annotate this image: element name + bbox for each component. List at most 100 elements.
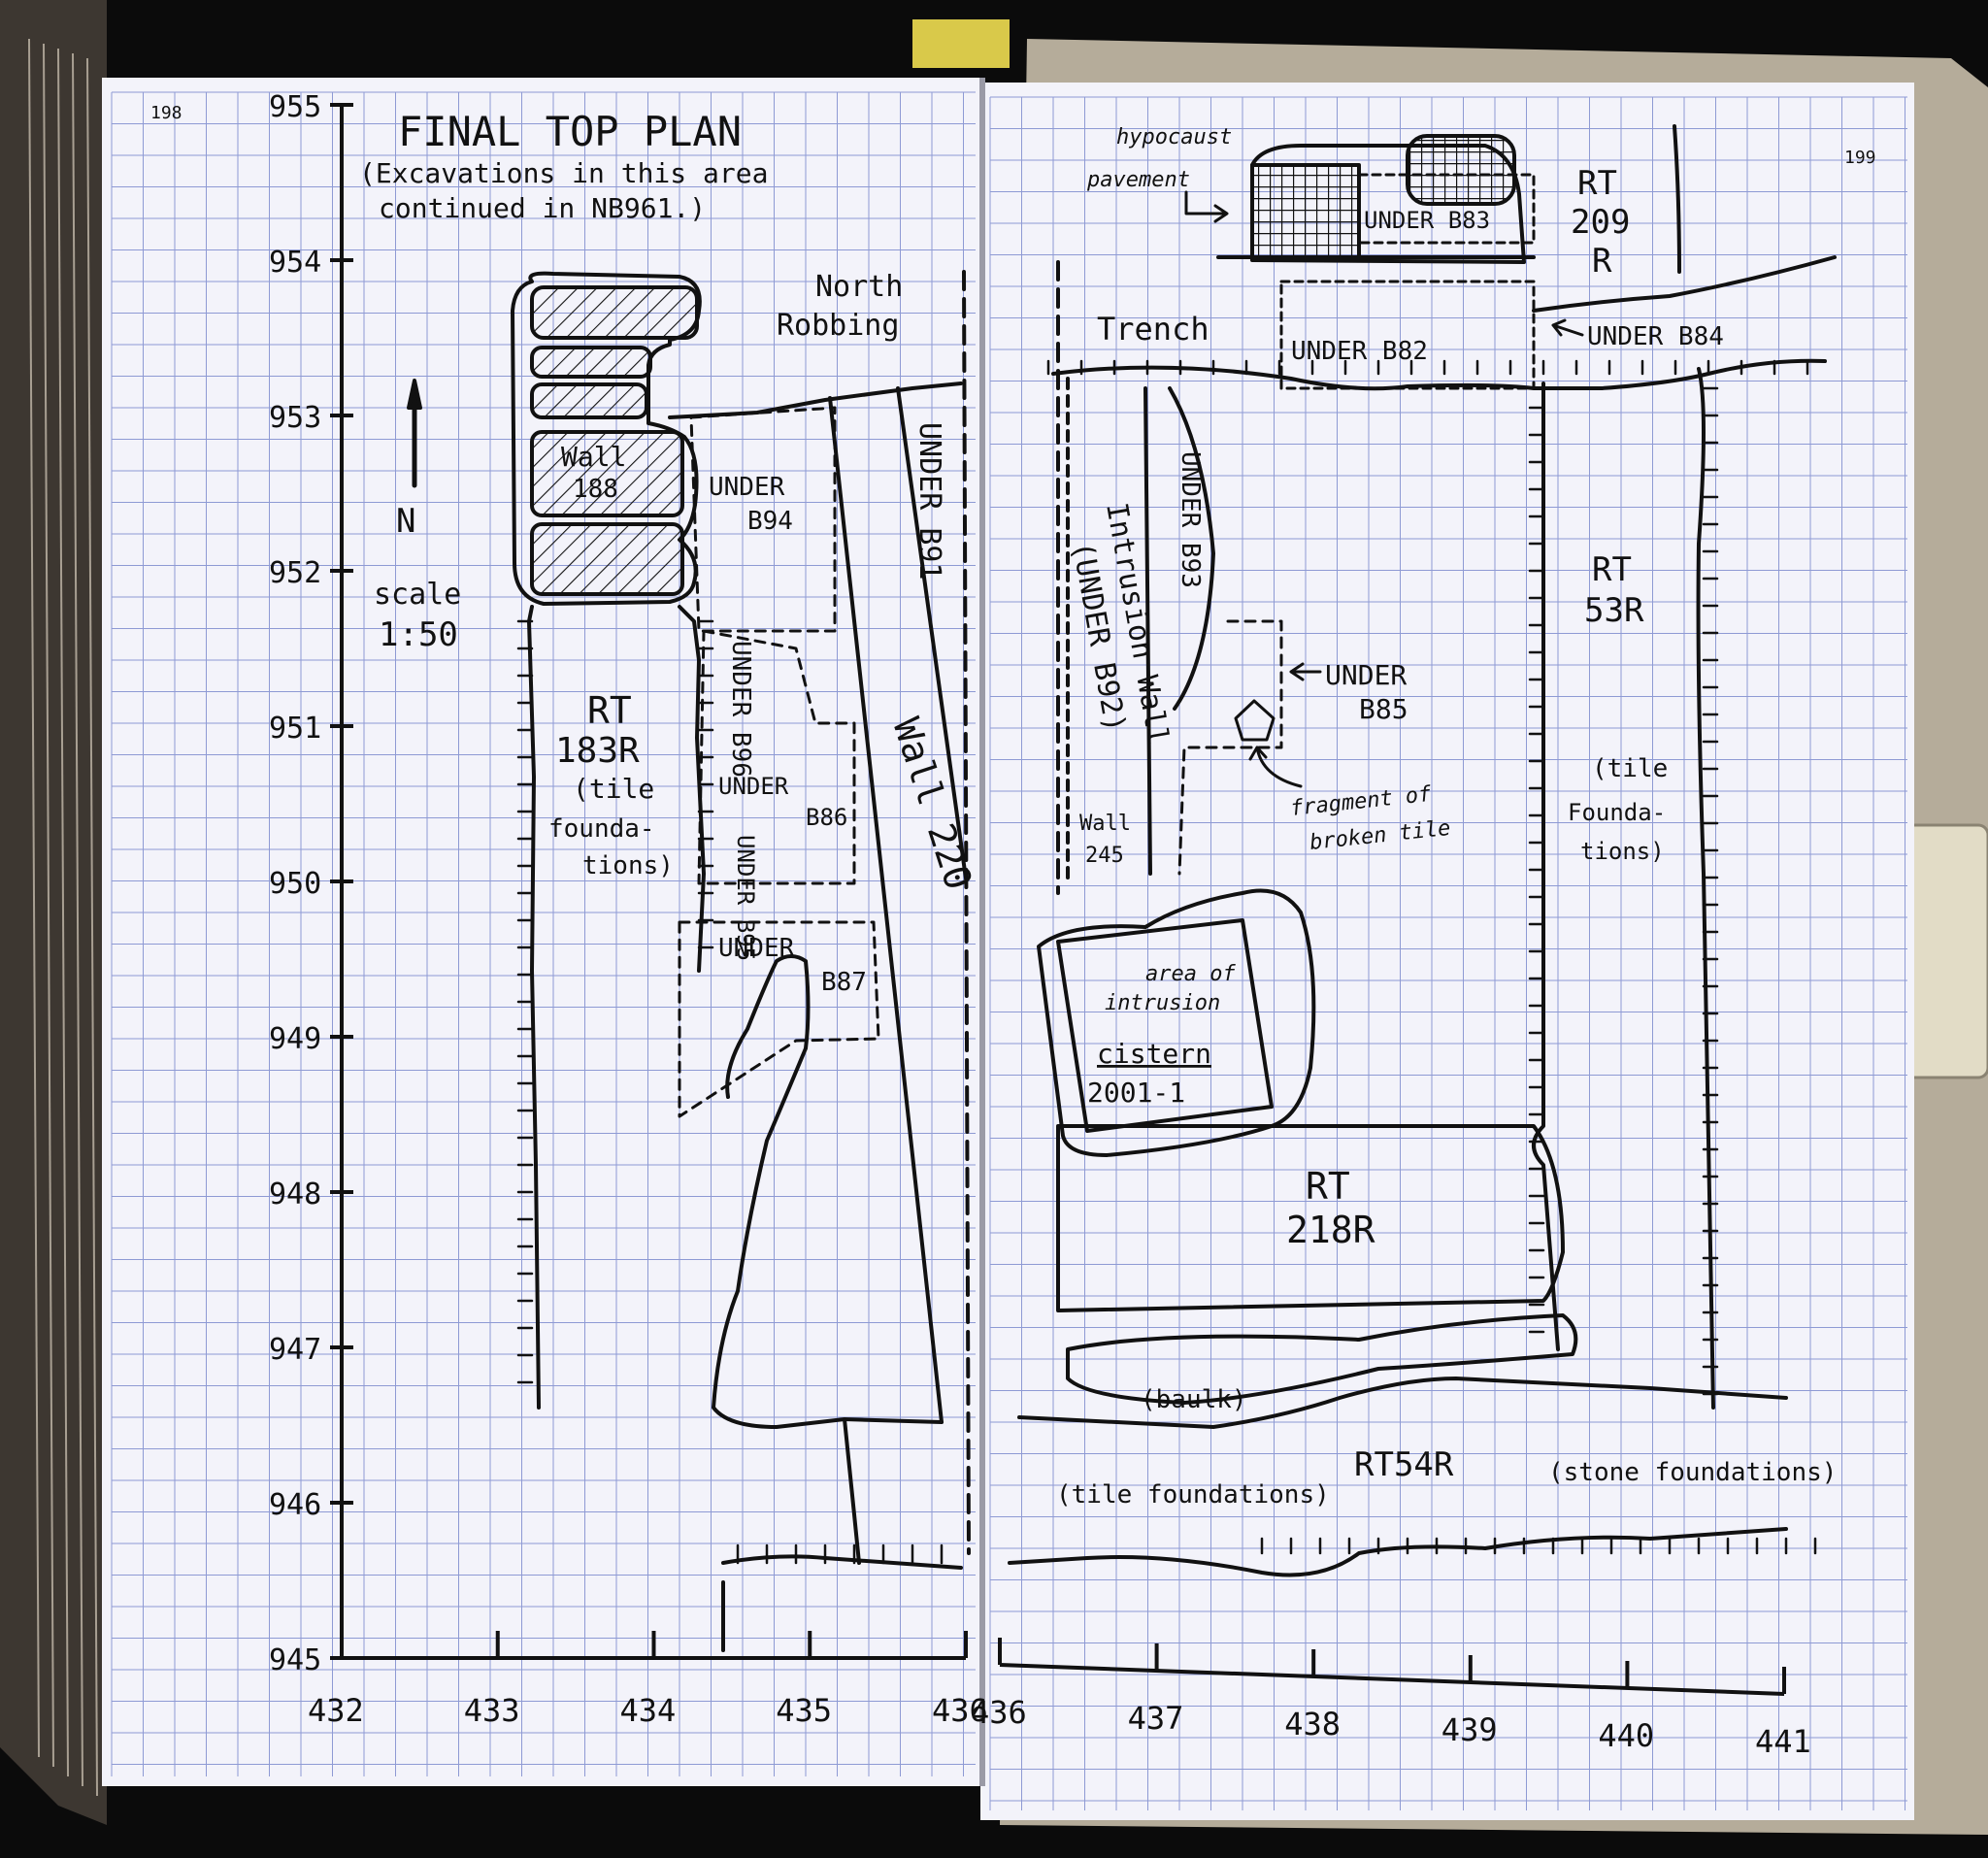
rt53-west-edge — [1532, 382, 1560, 1351]
rt53-label-1: RT — [1592, 550, 1632, 589]
under-b87-label-2: B87 — [821, 968, 867, 997]
wall-188-block-3 — [530, 382, 648, 419]
y-axis-tick-label: 945 — [269, 1643, 321, 1677]
fragment-arrow — [1248, 746, 1303, 788]
north-robbing-label-1: North — [815, 270, 903, 304]
under-b94-label-1: UNDER — [709, 473, 785, 502]
x-axis-right-tick-label: 437 — [1128, 1700, 1184, 1737]
under-b86-label-1: UNDER — [718, 773, 789, 800]
broken-tile-fragment — [1234, 699, 1276, 742]
lower-south-edge — [721, 1554, 963, 1570]
rt218-label-2: 218R — [1286, 1209, 1375, 1251]
wall-245-label-1: Wall — [1079, 812, 1131, 836]
title-note-line1: (Excavations in this area — [359, 157, 768, 189]
x-axis-right-tick-label: 440 — [1598, 1717, 1654, 1754]
x-axis-right-tick-label: 438 — [1284, 1706, 1341, 1742]
page-edge-lines — [28, 38, 98, 1797]
rt183-west-edge — [527, 605, 541, 1410]
wall-220-west-line — [828, 396, 944, 1424]
baulk-outline — [1066, 1313, 1578, 1405]
y-axis-tick-label: 951 — [269, 712, 321, 746]
under-b87-box — [678, 920, 880, 1118]
tile-foundations-edge — [1017, 1377, 1788, 1429]
under-b85-arrow — [1289, 662, 1322, 681]
under-b83-label: UNDER B83 — [1364, 207, 1490, 234]
under-b85-label-2: B85 — [1359, 693, 1408, 725]
under-b83-box — [1357, 173, 1536, 245]
right-page-number: 199 — [1844, 148, 1876, 168]
under-b86-label-2: B86 — [806, 804, 847, 831]
y-axis-tick-label: 947 — [269, 1333, 321, 1367]
edge-hash-marks — [516, 359, 1817, 1565]
area-intrusion-label-2: intrusion — [1105, 991, 1220, 1015]
bookmark-strap — [1901, 823, 1988, 1079]
rt183-label-4: founda- — [548, 814, 655, 844]
x-axis-left-tick-label: 433 — [464, 1692, 520, 1729]
x-axis-left-tick-label: 436 — [932, 1692, 988, 1729]
under-b94-label-2: B94 — [747, 507, 793, 536]
wall-245-label-2: 245 — [1085, 844, 1124, 868]
y-axis-tick-label: 950 — [269, 867, 321, 901]
rt183-south-projection — [712, 954, 861, 1565]
rt183-label-2: 183R — [555, 731, 640, 771]
under-b85-box — [1177, 619, 1283, 876]
under-b94-box — [689, 406, 837, 633]
x-axis-right-tick-label: 441 — [1755, 1723, 1811, 1760]
left-dashed-boundary — [962, 270, 971, 1555]
hypocaust-pavement-hatch-2 — [1406, 134, 1516, 206]
cistern-inner — [1056, 918, 1274, 1133]
rt183-label-3: (tile — [573, 773, 654, 805]
hypocaust-pavement-hatch — [1250, 163, 1361, 260]
title-note-line2: continued in NB961.) — [379, 192, 706, 224]
y-axis-tick-label: 955 — [269, 90, 321, 124]
rt53-label-5: tions) — [1580, 838, 1665, 865]
y-axis-tick-label: 952 — [269, 556, 321, 590]
x-axis-left-tick-label: 434 — [620, 1692, 677, 1729]
rt53-label-4: Founda- — [1568, 799, 1666, 826]
graph-paper-grid — [111, 91, 1907, 1810]
tile-foundations-label: (tile foundations) — [1056, 1480, 1330, 1510]
under-b82-label: UNDER B82 — [1291, 337, 1428, 366]
y-axis-tick-label: 946 — [269, 1488, 321, 1522]
rt209-east-edge — [1673, 124, 1681, 274]
wall-188-block-5 — [530, 522, 684, 596]
under-b87-label-1: UNDER — [718, 934, 795, 963]
under-b82-box — [1279, 280, 1536, 390]
rt209-label-3: R — [1592, 242, 1612, 281]
north-arrow-head — [407, 379, 422, 410]
x-axis-left-tick-label: 432 — [308, 1692, 364, 1729]
wall-188-block-1 — [530, 285, 699, 340]
rt53-east-edge — [1696, 367, 1715, 1410]
scale-label: scale — [374, 578, 461, 612]
rt183-label-5: tions) — [582, 851, 674, 880]
hypocaust-label-2: pavement — [1086, 168, 1190, 192]
left-page-number: 198 — [150, 103, 182, 123]
wall-188-outline — [511, 271, 702, 606]
wall-188-block-2 — [530, 346, 652, 379]
x-axis-left-tick-label: 435 — [776, 1692, 832, 1729]
rt53-label-3: (tile — [1592, 754, 1668, 783]
plan-drawing — [407, 124, 1837, 1652]
stone-foundations-label: (stone foundations) — [1548, 1458, 1837, 1487]
hypocaust-label-1: hypocaust — [1116, 125, 1232, 149]
rt53-label-2: 53R — [1584, 591, 1644, 630]
under-b91-label: UNDER B91 — [912, 422, 946, 581]
under-b85-label-1: UNDER — [1325, 659, 1407, 691]
wall-188-label-2: 188 — [573, 475, 618, 504]
stone-foundations-edge — [1008, 1527, 1788, 1577]
under-b93-label: UNDER B93 — [1176, 451, 1205, 588]
hypocaust-arrow — [1184, 190, 1229, 223]
rt218-outline — [1056, 1124, 1565, 1312]
x-axis-right-line — [999, 1663, 1785, 1696]
cistern-label: cistern — [1097, 1038, 1211, 1070]
y-axis-tick-label: 953 — [269, 401, 321, 435]
rt218-label-1: RT — [1306, 1165, 1350, 1208]
rt209-label-1: RT — [1577, 164, 1617, 203]
wall-188-label-1: Wall — [561, 441, 626, 473]
area-intrusion-label-1: area of — [1145, 962, 1236, 986]
trench-south-edge — [1051, 358, 1827, 391]
north-arrow-label: N — [396, 502, 415, 541]
